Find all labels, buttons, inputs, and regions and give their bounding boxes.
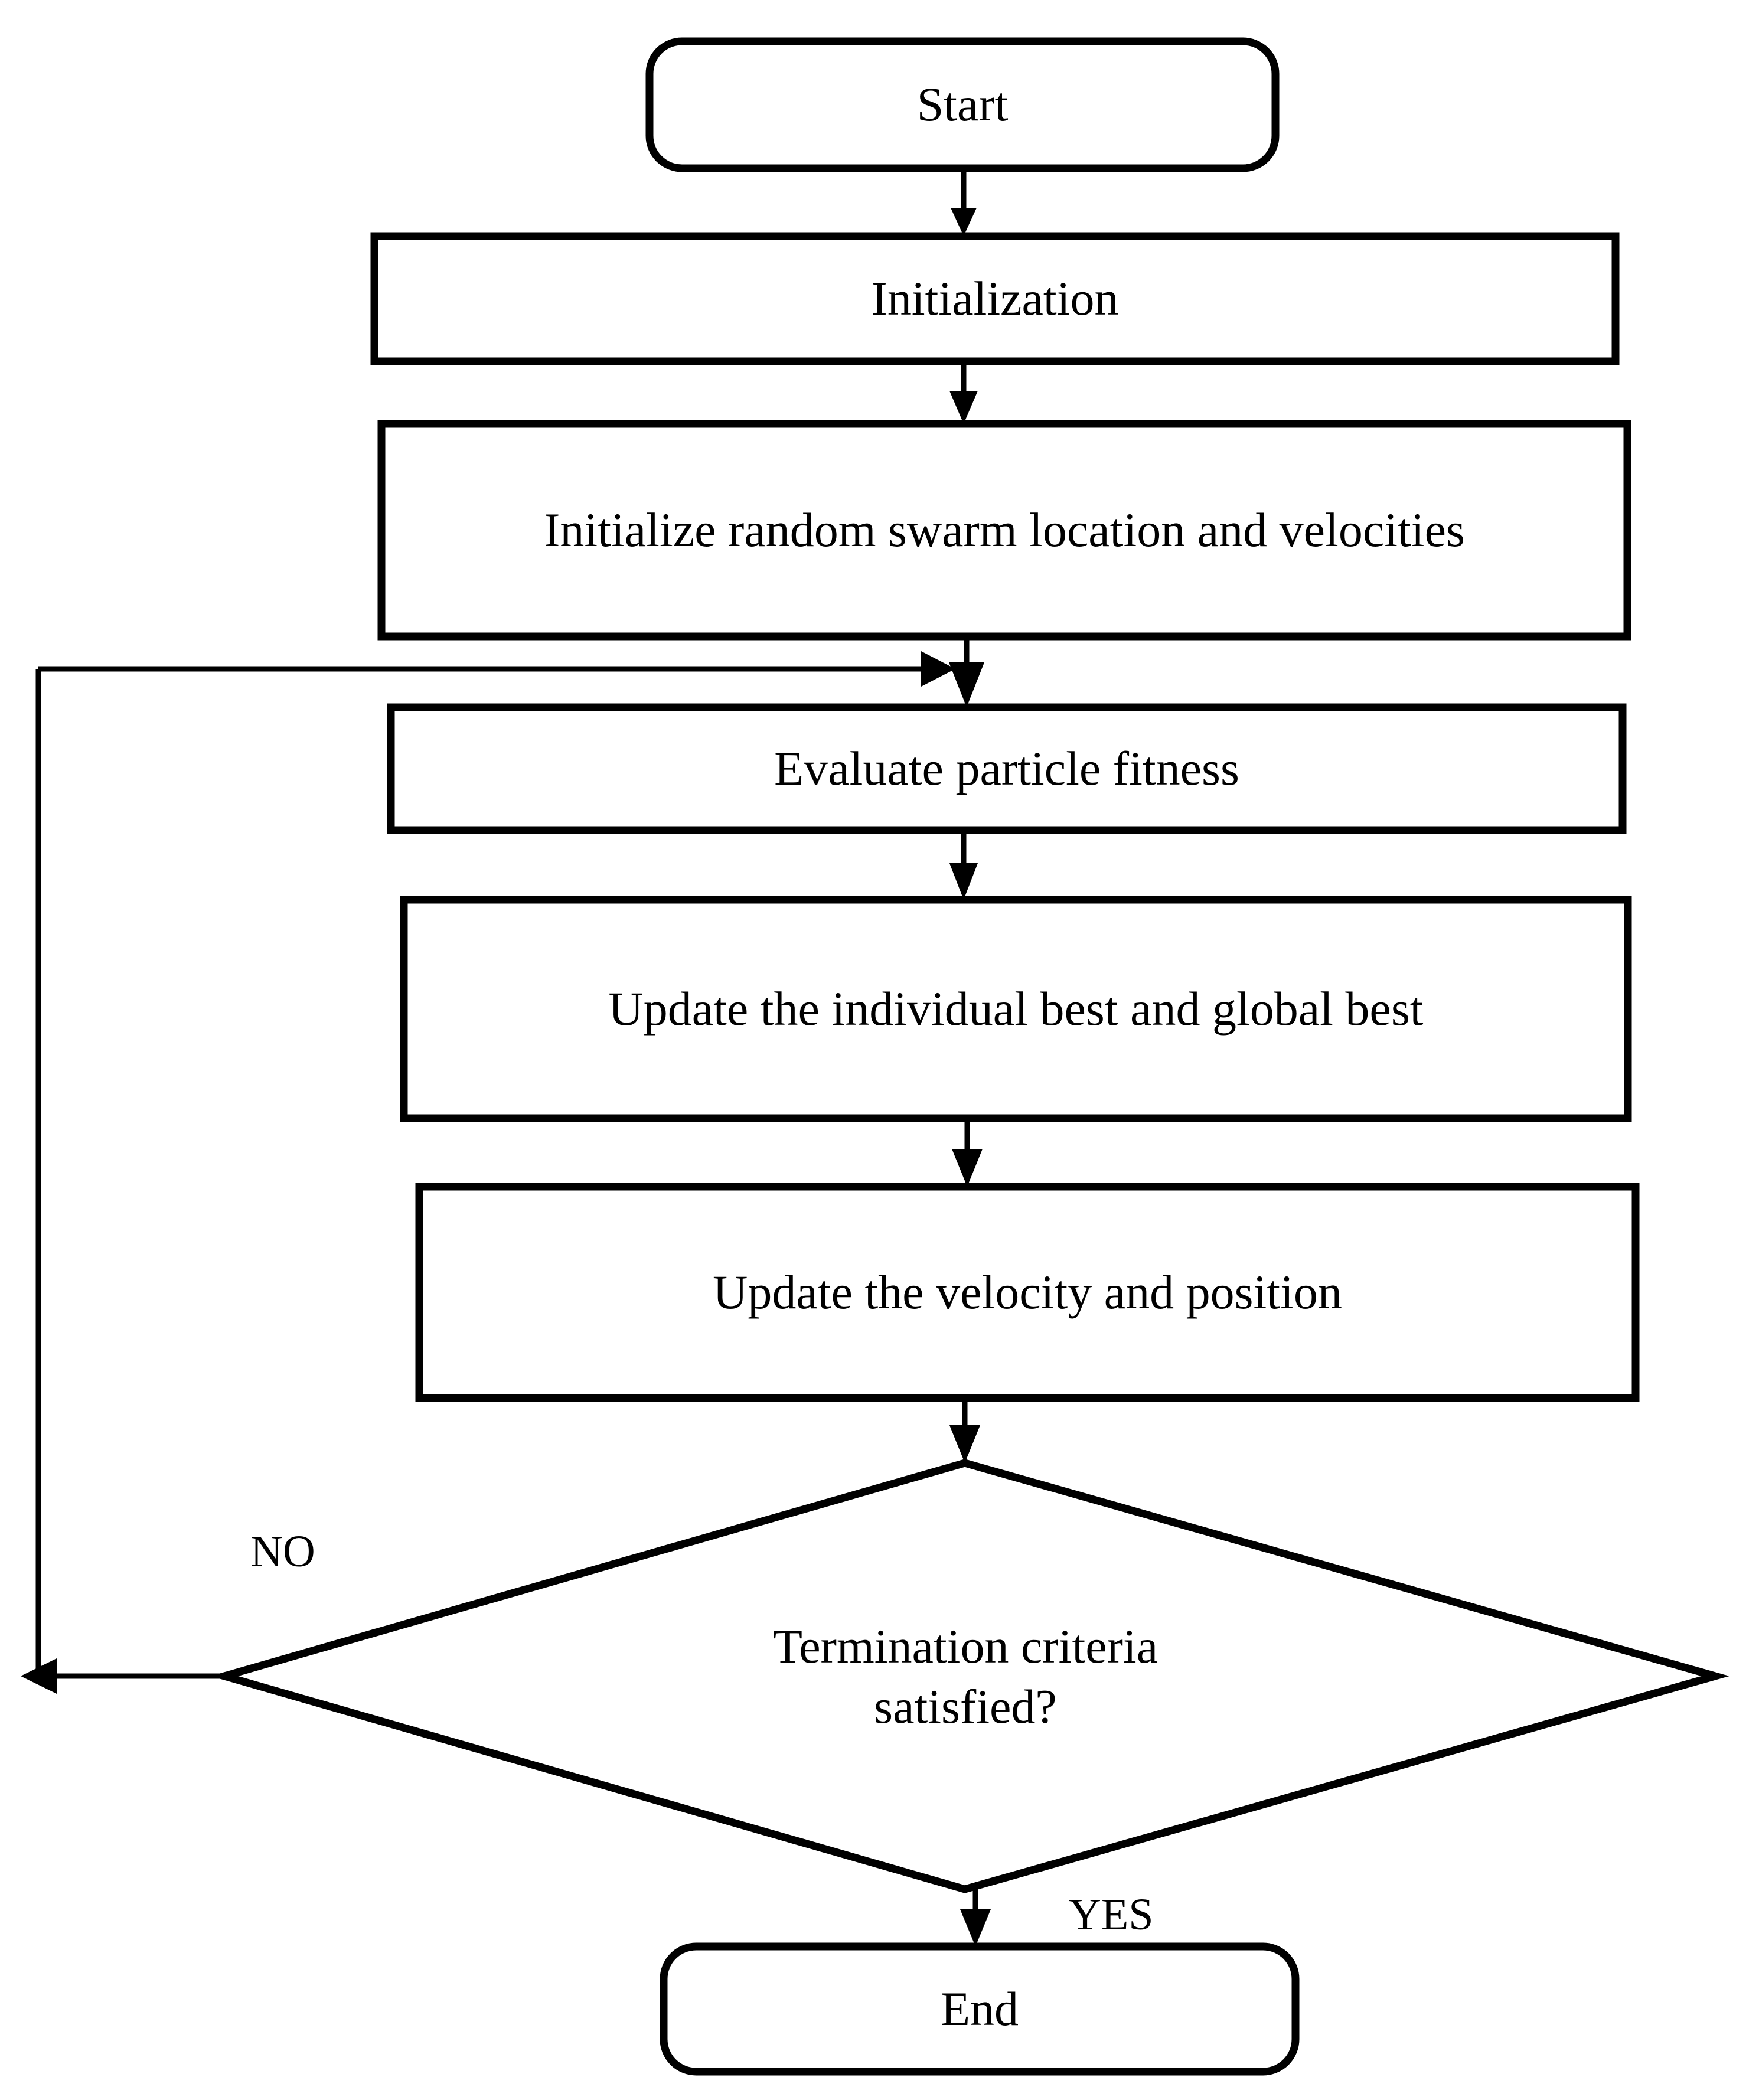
node-init-swarm[interactable] (381, 424, 1627, 636)
edge-start-to-initialization (951, 168, 977, 236)
node-decision[interactable] (224, 1463, 1715, 1889)
node-shape-decision[interactable] (210, 1459, 1729, 1893)
node-update-velocity[interactable] (419, 1187, 1636, 1398)
edge-evaluate-to-update-best (949, 830, 978, 900)
node-start[interactable] (650, 41, 1275, 168)
edge-update-velocity-to-decision (949, 1398, 980, 1463)
edge-decision-yes-to-end (960, 1889, 991, 1946)
edge-initialization-to-init-swarm (949, 361, 978, 424)
node-shape-initialization[interactable] (370, 232, 1620, 365)
edge-label-yes: YES (1069, 1890, 1154, 1939)
node-shape-update-best[interactable] (400, 896, 1632, 1122)
node-shape-init-swarm[interactable] (377, 420, 1631, 641)
edge-label-no: NO (250, 1527, 315, 1576)
node-initialization[interactable] (374, 236, 1616, 361)
node-evaluate[interactable] (391, 707, 1623, 830)
node-end[interactable] (664, 1946, 1295, 2072)
edge-init-swarm-to-evaluate (949, 636, 984, 707)
node-shape-evaluate[interactable] (387, 703, 1627, 834)
node-shape-end[interactable] (660, 1942, 1300, 2076)
edge-update-best-to-update-velocity (952, 1118, 983, 1187)
node-update-best[interactable] (404, 900, 1628, 1118)
edge-decision-no-loop (21, 651, 955, 1694)
node-shape-update-velocity[interactable] (415, 1183, 1640, 1402)
